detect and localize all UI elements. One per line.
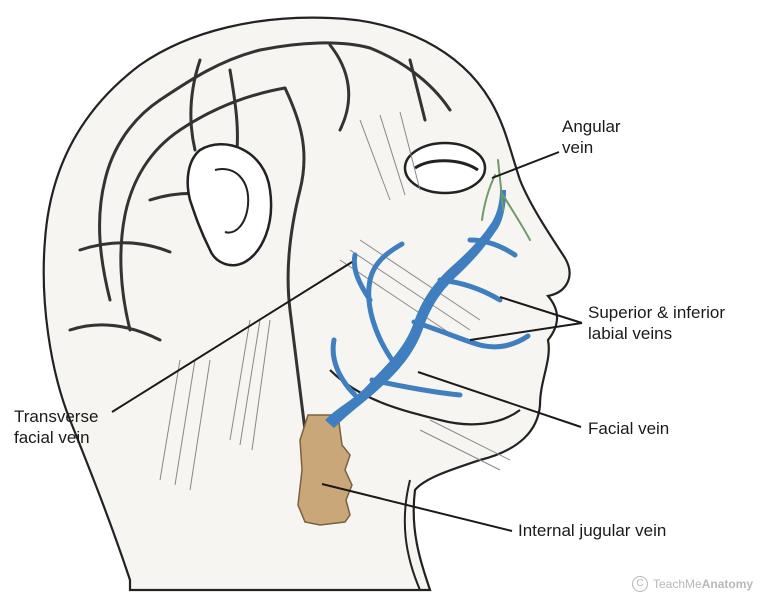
eye-shape: [403, 141, 487, 195]
leader-line-angular: [491, 151, 560, 179]
label-angular-line2: vein: [562, 138, 594, 157]
label-jugular-text: Internal jugular vein: [518, 521, 667, 540]
mandible-shape: [329, 369, 521, 426]
ear-shape: [186, 143, 273, 267]
leader-line-jugular: [321, 483, 513, 532]
brand-text: TeachMeAnatomy: [653, 577, 753, 591]
label-transverse-line1: Transverse: [14, 407, 99, 426]
label-facial-vein: Facial vein: [588, 418, 669, 439]
label-angular-line1: Angular: [562, 117, 621, 136]
label-transverse-facial-vein: Transverse facial vein: [14, 406, 98, 448]
neck-outline: [403, 479, 421, 591]
label-internal-jugular-vein: Internal jugular vein: [518, 520, 666, 541]
leader-line-labial-lower: [469, 322, 583, 341]
copyright-icon: C: [632, 576, 648, 592]
leader-lines: [111, 151, 583, 532]
label-facial-text: Facial vein: [588, 419, 670, 438]
angular-vein-shape: [481, 159, 531, 241]
label-labial-line2: labial veins: [588, 324, 673, 343]
label-angular-vein: Angular vein: [562, 116, 621, 158]
scalp-vessel-network: [68, 41, 452, 432]
label-labial-veins: Superior & inferior labial veins: [588, 302, 725, 344]
brand-watermark: C TeachMeAnatomy: [632, 575, 762, 595]
leader-line-facial: [417, 371, 582, 428]
brand-text-regular: TeachMe: [653, 577, 702, 591]
facial-vein-branches: [330, 237, 531, 398]
leader-line-labial-upper: [499, 296, 583, 324]
label-labial-line1: Superior & inferior: [588, 303, 726, 322]
brand-text-bold: Anatomy: [701, 577, 754, 591]
leader-line-transverse: [111, 261, 353, 413]
label-transverse-line2: facial vein: [14, 428, 90, 447]
internal-jugular-vein: [297, 414, 353, 526]
muscle-hatching: [159, 111, 511, 491]
